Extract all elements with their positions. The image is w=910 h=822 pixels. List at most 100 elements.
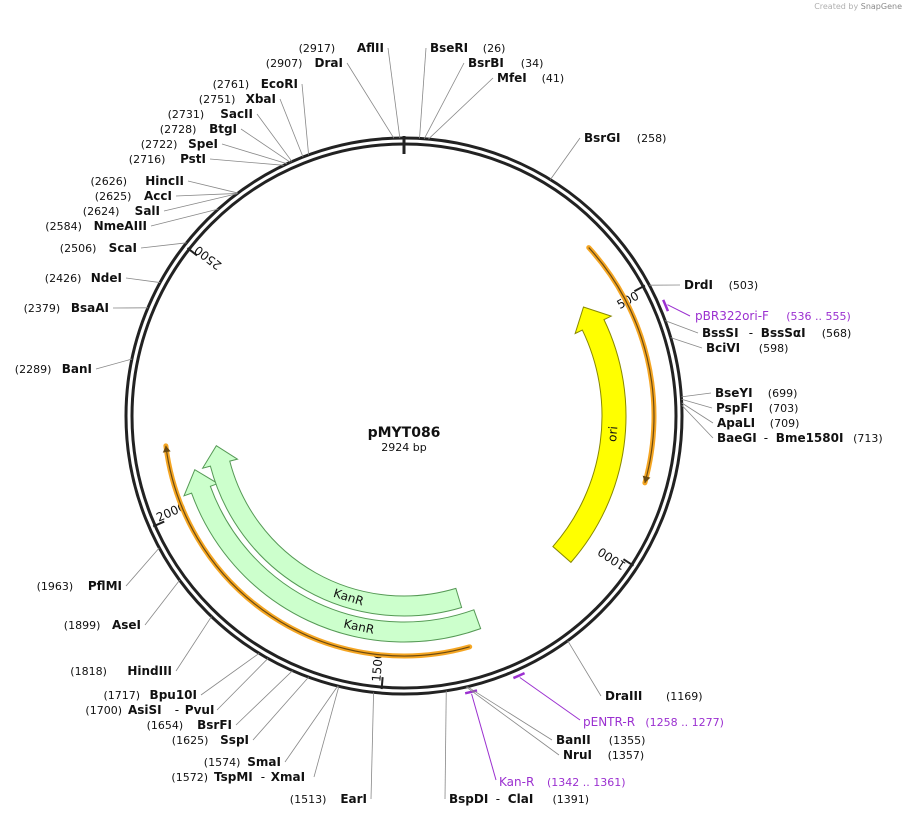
site-name: BsrBI (468, 56, 504, 70)
orange-arc-arrowhead (162, 445, 171, 453)
leader-line (664, 320, 699, 334)
site-name: EcoRI (261, 77, 298, 91)
site-position: (1574) (204, 756, 241, 769)
site-position: (709) (770, 417, 800, 430)
site-position: (41) (542, 72, 565, 85)
leader-line (681, 392, 712, 398)
site-position: (2917) (299, 42, 336, 55)
feature-arrow-ori (552, 306, 627, 564)
site-position: (699) (768, 387, 798, 400)
site-position: (2625) (95, 190, 132, 203)
snapgene-credit: Created by SnapGene (814, 2, 902, 11)
leader-line (284, 685, 339, 763)
feature-label: ori (605, 426, 620, 443)
leader-line (681, 404, 714, 439)
leader-line (200, 652, 260, 696)
leader-line (235, 670, 293, 726)
site-name: ScaI (109, 241, 137, 255)
feature-arrow-kanr (201, 444, 463, 617)
site-label: BanI(2289) (15, 362, 92, 376)
site-name: SacII (220, 107, 253, 121)
site-label: EcoRI (2761) (213, 77, 298, 91)
site-label: PstI (2716) (129, 152, 206, 166)
site-position: (2728) (160, 123, 197, 136)
leader-line (95, 358, 133, 370)
site-label: BanII (1355) (556, 733, 645, 747)
site-label: EarI (1513) (290, 792, 367, 806)
site-name: PspFI (716, 401, 753, 415)
feature-arrow-kanr (183, 469, 482, 643)
leader-line (370, 692, 374, 800)
site-position: (1355) (609, 734, 646, 747)
site-label: BsrBI(34) (468, 56, 543, 70)
site-label: BseYI(699) (715, 386, 797, 400)
site-name: BtgI (209, 122, 237, 136)
leader-line (144, 579, 180, 626)
site-name: PstI (180, 152, 206, 166)
leader-lines-group (95, 47, 714, 800)
orange-arc-line (165, 445, 470, 657)
site-label: SacII (2731) (168, 107, 253, 121)
primer-range: (1258 .. 1277) (645, 716, 724, 729)
site-name: XbaI (246, 92, 276, 106)
site-name: MfeI (497, 71, 527, 85)
leader-line (681, 402, 714, 424)
site-position: (2761) (213, 78, 250, 91)
leader-line (467, 686, 553, 741)
site-position: (1513) (290, 793, 327, 806)
site-label: DrdI(503) (684, 278, 758, 292)
primer-name: pENTR-R (583, 715, 635, 729)
site-name: AccI (144, 189, 172, 203)
site-name-separator: - (496, 792, 500, 806)
site-position: (258) (637, 132, 667, 145)
primer-leader-line (471, 693, 497, 781)
orange-arc-arrowhead (642, 475, 651, 483)
primer-label: Kan-R(1342 .. 1361) (499, 775, 626, 789)
site-label: HindIII(1818) (70, 664, 172, 678)
site-position: (1391) (552, 793, 589, 806)
leader-line (428, 77, 494, 140)
coordinate-tick-label: 1000 (595, 544, 628, 572)
primer-range: (1342 .. 1361) (547, 776, 626, 789)
site-position: (1357) (608, 749, 645, 762)
site-label: AseI(1899) (64, 618, 141, 632)
primer-leader-line (519, 677, 581, 721)
site-label: SspI (1625) (172, 733, 249, 747)
site-label: BssSI-BssSαI(568) (702, 326, 851, 340)
coordinate-tick (186, 247, 198, 257)
site-label: BspDI-ClaI(1391) (449, 792, 589, 806)
site-position: (2624) (83, 205, 120, 218)
plasmid-name: pMYT086 (368, 425, 441, 441)
site-name: BanII (556, 733, 591, 747)
site-position: (2731) (168, 108, 205, 121)
site-position: (1700) (85, 704, 122, 717)
site-name: SalI (135, 204, 160, 218)
site-position: (2626) (90, 175, 127, 188)
leader-line (670, 337, 703, 349)
site-position: (1625) (172, 734, 209, 747)
site-name: BsaAI (71, 301, 109, 315)
site-position: (503) (729, 279, 759, 292)
site-name-separator: - (261, 770, 265, 784)
coordinate-tick (622, 558, 635, 567)
leader-line (444, 690, 447, 800)
leader-line (256, 113, 293, 162)
site-name: BseRI (430, 41, 468, 55)
primer-leader-line (667, 304, 691, 317)
site-position: (2716) (129, 153, 166, 166)
site-name: SspI (220, 733, 249, 747)
site-label: (1572)TspMI-XmaI (171, 770, 305, 784)
site-position: (2584) (45, 220, 82, 233)
site-name: EarI (340, 792, 367, 806)
site-name-secondary: PvuI (185, 703, 215, 717)
site-name: SmaI (247, 755, 281, 769)
site-position: (1654) (147, 719, 184, 732)
leader-line (567, 640, 602, 697)
orange-arc-line (588, 247, 655, 484)
site-position: (1963) (37, 580, 74, 593)
site-label: HincII(2626) (90, 174, 184, 188)
coordinate-tick (152, 520, 165, 528)
leader-line (163, 193, 238, 212)
